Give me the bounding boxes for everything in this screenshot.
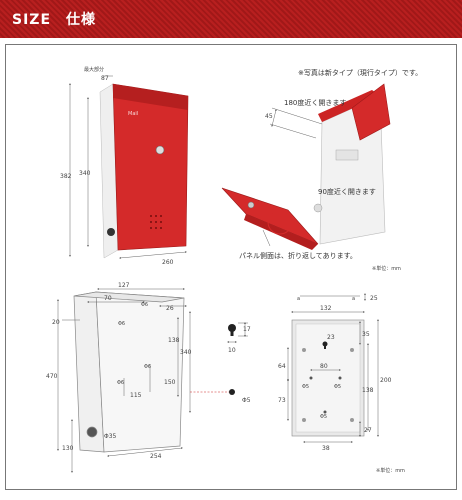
dim-inner-width: 70 [104,295,112,302]
mailbox-front-photo: Mail [99,83,189,259]
dim-lid-depth: 45 [265,113,273,120]
round-hole-detail [229,389,235,395]
dim-35: 35 [362,331,370,338]
dim-right-width: 26 [166,305,174,312]
dim-phi6-a: Φ6 [141,302,148,308]
dim-width: 260 [162,259,174,266]
dim-phi5-a: Φ5 [302,384,309,390]
mailbox-open-photo [221,83,391,250]
dim-max-width: 87 [101,75,109,82]
dim-keyhole-w: 10 [228,347,236,354]
mailbox-line-drawing [73,291,185,453]
dim-phi35: Φ35 [104,433,117,440]
section-header: SIZE 仕様 [0,0,462,38]
dim-27: 27 [364,427,372,434]
dim-height-130: 130 [62,445,74,452]
dim-top-width: 127 [118,282,130,289]
dim-width-38: 38 [322,445,330,452]
dim-height-total: 382 [60,173,72,180]
keyhole-detail [227,322,248,343]
svg-text:Mail: Mail [128,111,138,117]
max-width-label: 最大部分 [84,66,104,73]
dim-height-138: 138 [362,387,374,394]
unit-label-bottom: ※単位：mm [376,467,405,474]
dim-phi6-c: Φ6 [144,364,151,370]
callout-panel-note: パネル側面は、折り返してあります。 [239,251,357,260]
spec-panel [5,44,457,490]
dim-a-left: a [297,296,300,302]
dim-height-200: 200 [380,377,392,384]
dim-25: 25 [370,295,378,302]
dim-width-254: 254 [150,453,162,460]
open-dimension-lines [262,107,323,247]
dim-64: 64 [278,363,286,370]
dim-width-132: 132 [320,305,332,312]
back-dimension-lines [287,293,379,443]
dim-left-depth: 20 [52,319,60,326]
dim-height-138: 138 [168,337,180,344]
callout-open-180: 180度近く開きます [284,98,346,107]
dim-150: 150 [164,379,176,386]
dim-phi5-c: Φ5 [320,414,327,420]
front-dimension-lines [57,288,230,473]
top-dimension-lines [69,75,187,259]
dim-115: 115 [130,392,142,399]
dim-phi6-b: Φ6 [118,321,125,327]
dim-round-hole: Φ5 [242,397,251,404]
dim-keyhole-h: 17 [243,326,251,333]
back-plate-drawing [291,319,365,437]
dim-23: 23 [327,334,335,341]
dim-height-470: 470 [46,373,58,380]
dim-height-body: 340 [79,170,91,177]
dim-phi5-b: Φ5 [334,384,341,390]
section-title: SIZE 仕様 [12,12,97,28]
dim-80: 80 [320,363,328,370]
dim-73: 73 [278,397,286,404]
dim-a-right: a [352,296,355,302]
unit-label-top: ※単位：mm [372,265,401,272]
dim-phi6-d: Φ6 [117,380,124,386]
dim-height-340: 340 [180,349,192,356]
callout-open-90: 90度近く開きます [318,187,376,196]
photo-note: ※写真は新タイプ（現行タイプ）です。 [298,68,422,77]
